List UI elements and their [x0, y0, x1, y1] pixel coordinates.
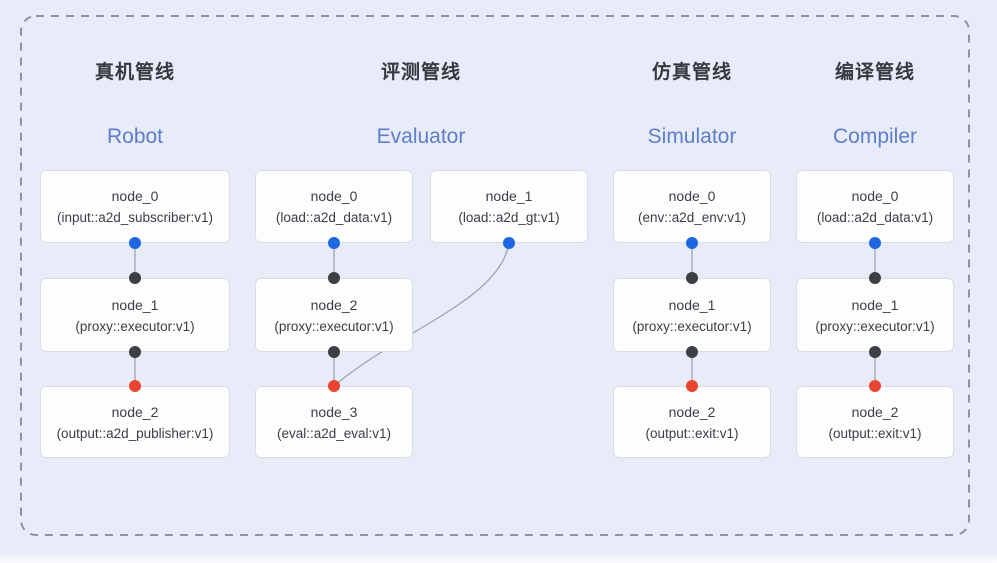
node-type: (proxy::executor:v1): [815, 318, 935, 334]
node-type: (output::a2d_publisher:v1): [56, 425, 214, 441]
node-type: (proxy::executor:v1): [274, 318, 394, 334]
node-name: node_0: [111, 188, 159, 204]
node-name: node_1: [851, 296, 899, 313]
node-type: (load::a2d_gt:v1): [458, 210, 560, 225]
node-type: (env::a2d_env:v1): [637, 210, 747, 225]
pipeline-title-en-evaluator: Evaluator: [376, 125, 466, 148]
node-type: (eval::a2d_eval:v1): [276, 425, 392, 441]
dashed-frame: [20, 15, 970, 536]
node-box-evaluator-node2: node_2 (proxy::executor:v1): [255, 278, 413, 352]
node-name: node_0: [851, 188, 899, 204]
node-type: (load::a2d_data:v1): [275, 210, 393, 225]
node-box-simulator-node2: node_2 (output::exit:v1): [613, 386, 771, 458]
node-name: node_3: [310, 403, 358, 420]
node-box-evaluator-node3: node_3 (eval::a2d_eval:v1): [255, 386, 413, 458]
node-name: node_2: [111, 403, 159, 420]
node-box-simulator-node0: node_0 (env::a2d_env:v1): [613, 170, 771, 243]
edge-evaluator-gt-to-eval: [333, 242, 510, 387]
bottom-edge-fade: [0, 553, 997, 563]
node-name: node_2: [668, 403, 716, 420]
pipeline-title-zh-evaluator: 评测管线: [380, 62, 461, 83]
node-name: node_1: [111, 296, 159, 313]
pipeline-title-zh-compiler: 编译管线: [834, 62, 915, 83]
node-box-robot-node1: node_1 (proxy::executor:v1): [40, 278, 230, 352]
node-box-robot-node0: node_0 (input::a2d_subscriber:v1): [40, 170, 230, 243]
node-name: node_0: [310, 188, 358, 204]
node-box-compiler-node2: node_2 (output::exit:v1): [796, 386, 954, 458]
node-name: node_0: [668, 188, 716, 204]
node-name: node_1: [668, 296, 716, 313]
node-type: (input::a2d_subscriber:v1): [56, 210, 214, 225]
node-type: (proxy::executor:v1): [75, 318, 195, 334]
pipeline-title-zh-simulator: 仿真管线: [651, 62, 732, 83]
node-box-evaluator-node1: node_1 (load::a2d_gt:v1): [430, 170, 588, 243]
node-type: (proxy::executor:v1): [632, 318, 752, 334]
node-type: (load::a2d_data:v1): [816, 210, 934, 225]
node-box-simulator-node1: node_1 (proxy::executor:v1): [613, 278, 771, 352]
node-type: (output::exit:v1): [828, 425, 922, 441]
pipeline-title-en-simulator: Simulator: [647, 125, 737, 148]
node-box-evaluator-node0: node_0 (load::a2d_data:v1): [255, 170, 413, 243]
node-box-compiler-node1: node_1 (proxy::executor:v1): [796, 278, 954, 352]
pipeline-title-zh-robot: 真机管线: [94, 62, 175, 83]
node-name: node_2: [851, 403, 899, 420]
node-name: node_2: [310, 296, 358, 313]
node-box-compiler-node0: node_0 (load::a2d_data:v1): [796, 170, 954, 243]
pipeline-title-en-robot: Robot: [106, 125, 164, 148]
pipeline-title-en-compiler: Compiler: [832, 125, 918, 148]
node-type: (output::exit:v1): [645, 425, 739, 441]
node-box-robot-node2: node_2 (output::a2d_publisher:v1): [40, 386, 230, 458]
node-name: node_1: [485, 188, 533, 204]
